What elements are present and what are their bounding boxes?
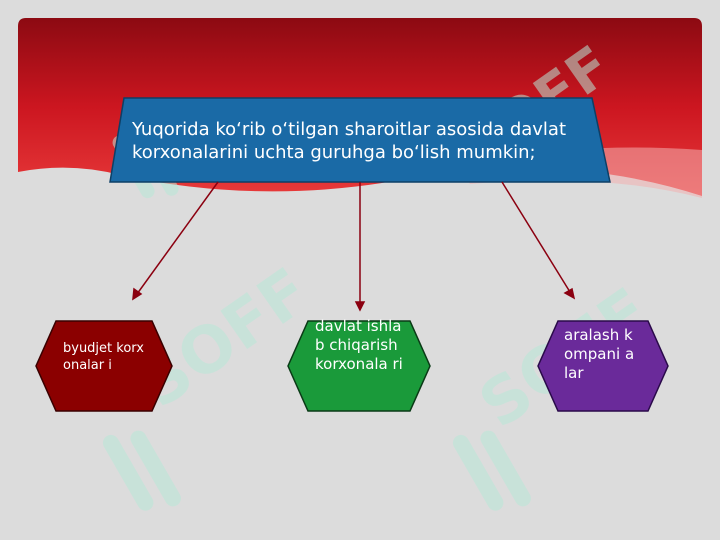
node-hexagon-3 xyxy=(537,320,669,412)
slide-title: Yuqorida ko‘rib o‘tilgan sharoitlar asos… xyxy=(132,119,567,163)
node-label-byudjet: byudjet korxonalar i xyxy=(63,341,144,373)
arrow-left xyxy=(136,181,219,295)
node-hexagon-2 xyxy=(287,320,431,412)
connector-arrows xyxy=(132,181,576,312)
arrow-right xyxy=(501,181,571,293)
node-label-davlat: davlat ishlab chiqarish korxonala ri xyxy=(315,317,403,373)
node-label-aralash: aralash kompani a lar xyxy=(564,326,635,382)
node-hexagon-1 xyxy=(35,320,173,412)
title-banner xyxy=(109,97,611,183)
